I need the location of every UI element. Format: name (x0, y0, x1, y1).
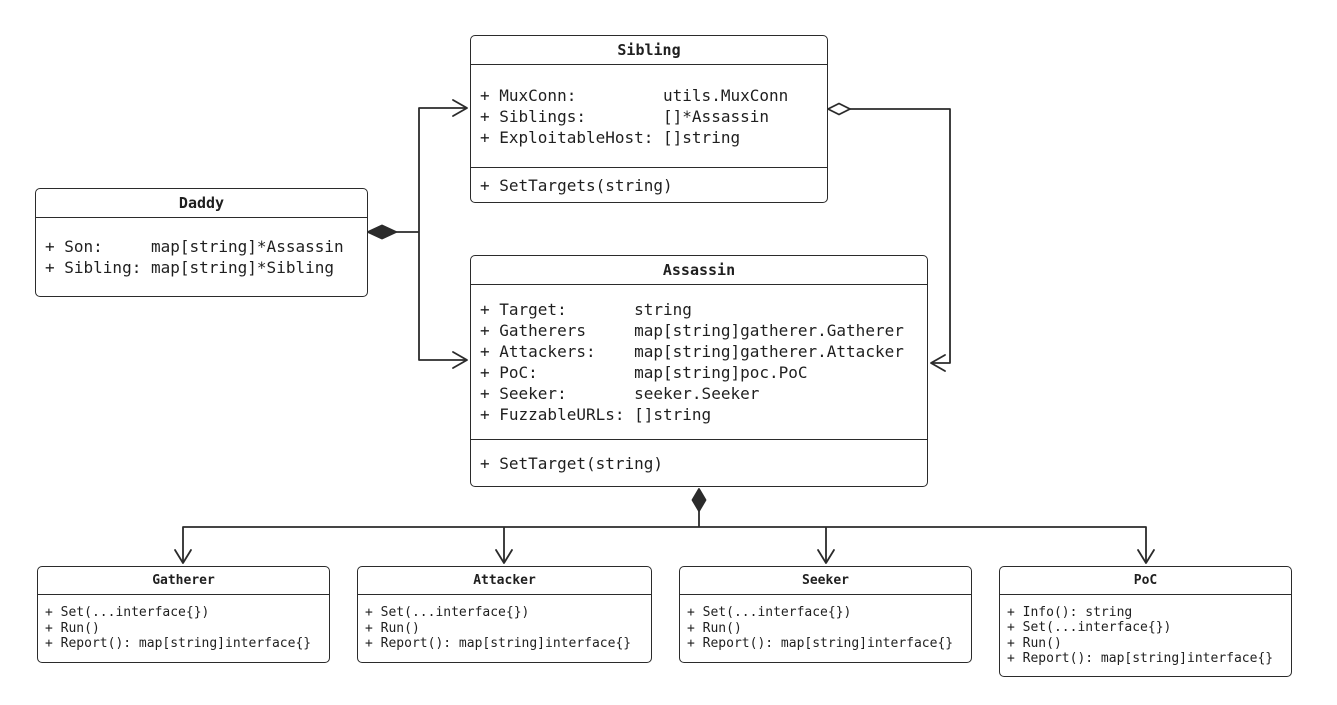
open-arrowhead-to-attacker (495, 549, 513, 564)
class-assassin-methods: + SetTarget(string) (471, 439, 927, 486)
class-assassin: Assassin + Target: string + Gatherers ma… (470, 255, 928, 487)
attribute-row: + FuzzableURLs: []string (480, 405, 712, 424)
class-poc-title: PoC (1133, 573, 1158, 588)
relation-assassin-to-components (174, 488, 1155, 564)
open-arrowhead-to-gatherer (174, 549, 192, 564)
class-attacker-title: Attacker (473, 573, 536, 588)
method-row: + Report(): map[string]interface{} (687, 636, 954, 652)
filled-diamond-daddy (367, 224, 397, 240)
class-poc-methods: + Info(): string + Set(...interface{}) +… (1000, 594, 1291, 676)
attribute-row: + Siblings: []*Assassin (480, 106, 769, 126)
filled-diamond-assassin (691, 488, 707, 512)
method-row: + Set(...interface{}) (365, 605, 530, 621)
class-sibling-attributes: + MuxConn: utils.MuxConn + Siblings: []*… (471, 64, 827, 167)
method-row: + Run() (365, 620, 420, 636)
class-sibling: Sibling + MuxConn: utils.MuxConn + Sibli… (470, 35, 828, 203)
attribute-row: + Seeker: seeker.Seeker (480, 384, 760, 403)
open-arrowhead-to-seeker (817, 549, 835, 564)
attribute-row: + Sibling: map[string]*Sibling (45, 258, 334, 277)
method-row: + Report(): map[string]interface{} (1007, 651, 1274, 666)
method-row: + Report(): map[string]interface{} (45, 636, 312, 652)
attribute-row: + PoC: map[string]poc.PoC (480, 363, 808, 382)
method-row: + Report(): map[string]interface{} (365, 636, 632, 652)
class-poc: PoC + Info(): string + Set(...interface{… (999, 566, 1292, 677)
class-attacker-methods: + Set(...interface{}) + Run() + Report()… (358, 594, 651, 662)
class-gatherer: Gatherer + Set(...interface{}) + Run() +… (37, 566, 330, 663)
open-arrowhead-to-poc (1137, 549, 1155, 564)
class-seeker-title: Seeker (802, 573, 849, 588)
open-arrowhead-to-sibling (452, 99, 468, 117)
method-row: + Run() (1007, 635, 1062, 651)
attribute-row: + Target: string (480, 300, 692, 319)
class-assassin-attributes: + Target: string + Gatherers map[string]… (471, 284, 927, 439)
relation-daddy-to-sibling-and-assassin (367, 99, 468, 369)
class-daddy: Daddy + Son: map[string]*Assassin + Sibl… (35, 188, 368, 297)
relation-line (395, 107, 467, 361)
class-seeker: Seeker + Set(...interface{}) + Run() + R… (679, 566, 972, 663)
class-sibling-methods: + SetTargets(string) (471, 167, 827, 202)
relation-line (849, 108, 951, 364)
open-diamond-sibling (827, 102, 851, 116)
method-row: + SetTarget(string) (480, 453, 664, 473)
method-row: + Run() (45, 620, 100, 636)
method-row: + Run() (687, 620, 742, 636)
class-seeker-methods: + Set(...interface{}) + Run() + Report()… (680, 594, 971, 662)
open-arrowhead-to-assassin-left (452, 351, 468, 369)
relation-line (182, 510, 1147, 562)
relation-sibling-to-assassin (827, 102, 951, 372)
method-row: + Set(...interface{}) (45, 605, 210, 621)
class-daddy-attributes: + Son: map[string]*Assassin + Sibling: m… (36, 217, 367, 296)
class-gatherer-title: Gatherer (152, 573, 215, 588)
attribute-row: + MuxConn: utils.MuxConn (480, 85, 789, 105)
class-sibling-title: Sibling (617, 41, 681, 59)
method-row: + Set(...interface{}) (687, 605, 852, 621)
class-assassin-title: Assassin (662, 261, 736, 279)
class-daddy-title: Daddy (178, 194, 225, 212)
attribute-row: + ExploitableHost: []string (480, 127, 741, 147)
method-row: + Set(...interface{}) (1007, 620, 1172, 635)
method-row: + Info(): string (1007, 604, 1133, 620)
attribute-row: + Attackers: map[string]gatherer.Attacke… (480, 342, 904, 361)
class-gatherer-methods: + Set(...interface{}) + Run() + Report()… (38, 594, 329, 662)
open-arrowhead-to-assassin-right (930, 354, 946, 372)
attribute-row: + Gatherers map[string]gatherer.Gatherer (480, 321, 904, 340)
class-attacker: Attacker + Set(...interface{}) + Run() +… (357, 566, 652, 663)
method-row: + SetTargets(string) (480, 175, 673, 195)
attribute-row: + Son: map[string]*Assassin (45, 237, 344, 256)
